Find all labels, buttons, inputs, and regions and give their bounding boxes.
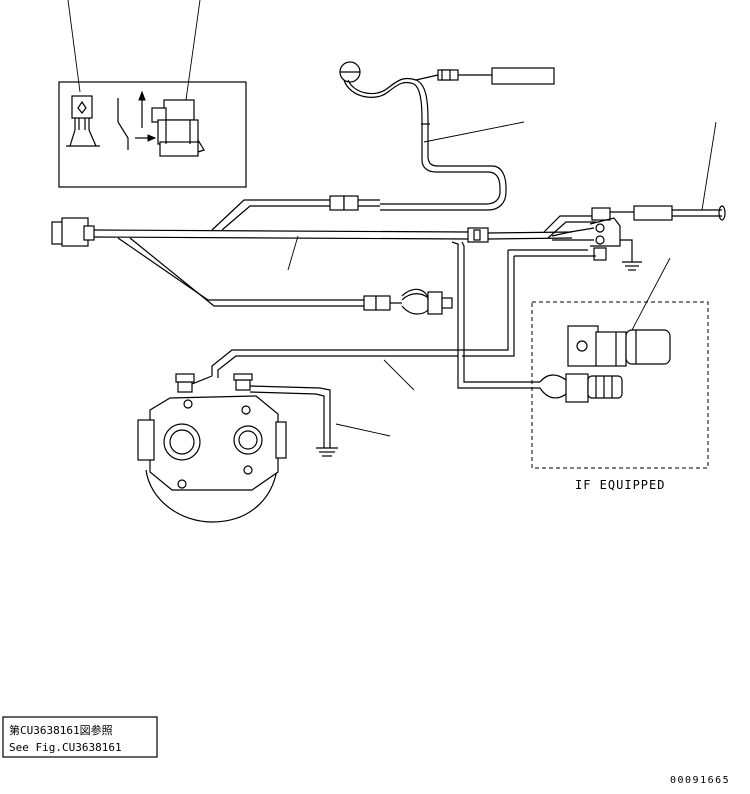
option-label: IF EQUIPPED xyxy=(575,478,665,492)
inset-leader-lines xyxy=(67,0,201,101)
upper-sensor-harness xyxy=(339,61,555,211)
down-harness xyxy=(211,241,596,391)
compressor-icon xyxy=(137,373,391,523)
main-harness xyxy=(51,195,573,315)
reference-en: See Fig.CU3638161 xyxy=(9,741,122,754)
mid-connector-icon xyxy=(329,195,345,211)
pressure-switch-icon xyxy=(427,291,443,315)
drawing-number: 00091665 xyxy=(670,775,730,786)
switch-connector-icon xyxy=(363,295,377,311)
option-box: IF EQUIPPED xyxy=(531,257,709,492)
right-terminal-block xyxy=(543,121,726,271)
inset-relay-icon xyxy=(151,99,205,157)
reference-jp: 第CU3638161図参照 xyxy=(9,723,113,737)
reference-box: 第CU3638161図参照 See Fig.CU3638161 xyxy=(2,716,158,758)
inset-arrow-icon xyxy=(117,90,157,150)
inset-detail-box xyxy=(58,81,247,188)
inset-bracket-icon xyxy=(66,95,100,147)
